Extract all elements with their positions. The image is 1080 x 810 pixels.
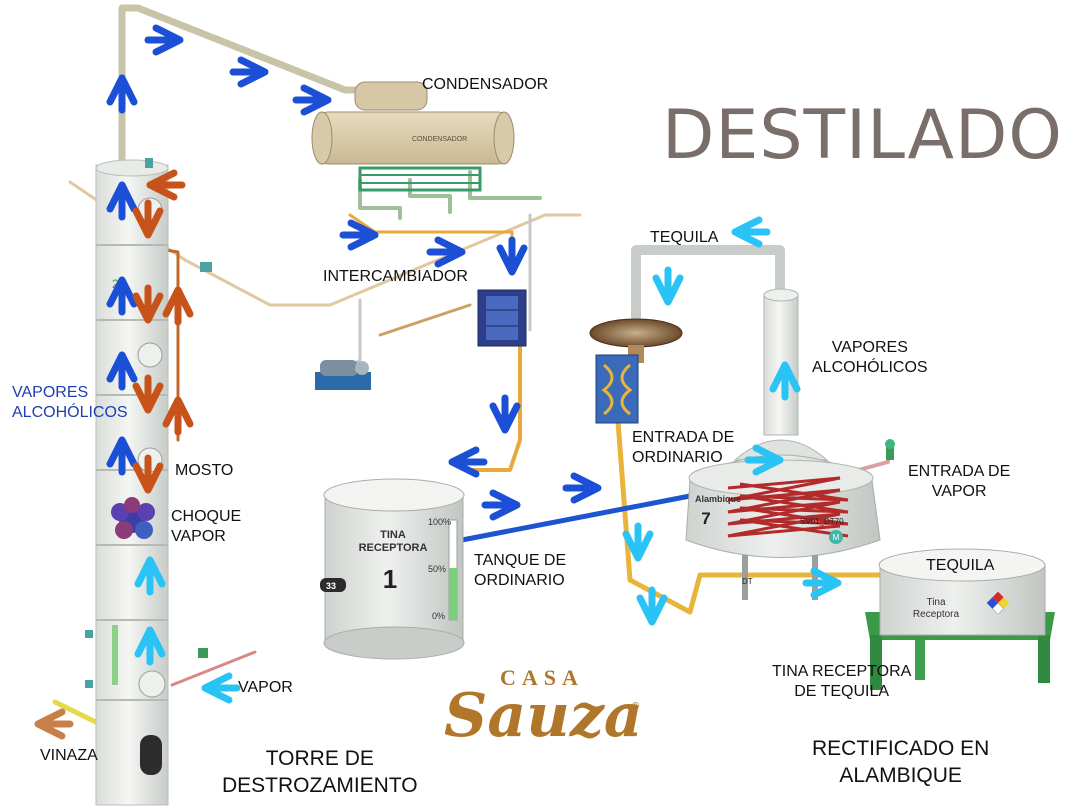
arrow-icon bbox=[106, 74, 138, 114]
tequila-orange-pipe bbox=[613, 392, 883, 615]
arrow-icon bbox=[106, 351, 138, 391]
orange-line-3 bbox=[378, 303, 472, 337]
arrow-icon bbox=[496, 236, 528, 276]
label-rectificado: RECTIFICADO EN ALAMBIQUE bbox=[812, 737, 990, 787]
arrow-icon bbox=[731, 216, 771, 248]
tina1-scale-0: 0% bbox=[432, 611, 445, 621]
arrow-icon bbox=[426, 236, 466, 268]
tina1-scale-50: 50% bbox=[428, 564, 446, 574]
column-tag: 2 bbox=[112, 277, 119, 291]
arrow-icon bbox=[106, 276, 138, 316]
tina2-title-line1: Tina bbox=[926, 597, 946, 608]
condensador-plate: CONDENSADOR bbox=[412, 136, 467, 143]
arrow-icon bbox=[229, 56, 269, 88]
brand-name: Sauza bbox=[444, 681, 643, 751]
tina1-title-line2: RECEPTORA bbox=[359, 542, 428, 554]
flow-arrows bbox=[34, 24, 842, 740]
ordinario-blue-pipe bbox=[459, 493, 693, 543]
brand-top: CASA bbox=[500, 665, 584, 690]
alambique-title: Alambique bbox=[695, 494, 741, 504]
green-pipes-cond bbox=[358, 170, 542, 220]
arrow-icon bbox=[132, 454, 164, 494]
arrow-icon bbox=[769, 361, 801, 401]
arrow-icon bbox=[339, 219, 379, 251]
alambique-unit bbox=[685, 288, 895, 600]
destrozamiento-tower: 2 bbox=[85, 158, 212, 806]
arrow-icon bbox=[802, 567, 842, 599]
label-vapor: VAPOR bbox=[238, 679, 293, 696]
label-entrada-ordinario: ENTRADA DE ORDINARIO bbox=[632, 429, 735, 466]
arrow-icon bbox=[132, 199, 164, 239]
arrow-icon bbox=[132, 374, 164, 414]
arrow-icon bbox=[132, 284, 164, 324]
arrow-icon bbox=[162, 396, 194, 436]
entrada-exchanger bbox=[595, 354, 639, 424]
arrow-icon bbox=[146, 169, 186, 201]
arrow-icon bbox=[744, 444, 784, 476]
equipment-text: TINA RECEPTORA 1 100% 50% 0% 33 Alambiqu… bbox=[326, 494, 960, 621]
arrow-icon bbox=[292, 84, 332, 116]
arrow-icon bbox=[106, 181, 138, 221]
arrow-icon bbox=[481, 489, 521, 521]
label-vinaza: VINAZA bbox=[40, 747, 98, 764]
alambique-tag: SV01_DT70 bbox=[800, 517, 844, 526]
label-tina-receptora-tequila: TINA RECEPTORA DE TEQUILA bbox=[772, 663, 912, 700]
arrow-icon bbox=[144, 24, 184, 56]
alambique-vapor-valve bbox=[885, 439, 895, 460]
arrow-icon bbox=[134, 556, 166, 596]
arrow-icon bbox=[652, 266, 684, 306]
label-tequila-right: TEQUILA bbox=[926, 557, 995, 574]
arrow-icon bbox=[489, 394, 521, 434]
heat-exchanger-icon bbox=[477, 289, 527, 347]
alambique-coil bbox=[727, 476, 849, 538]
label-tanque-ordinario: TANQUE DE ORDINARIO bbox=[474, 552, 567, 589]
label-mosto: MOSTO bbox=[175, 462, 234, 479]
choque-vapor-blob bbox=[111, 497, 155, 539]
arrow-icon bbox=[162, 286, 194, 326]
alambique-number: 7 bbox=[701, 509, 710, 528]
condensador-unit: CONDENSADOR bbox=[311, 81, 515, 192]
brand-logo: CASA Sauza ® bbox=[440, 665, 643, 775]
tina1-tag: 33 bbox=[326, 581, 336, 591]
arrow-icon bbox=[34, 708, 74, 740]
page-title: DESTILADO bbox=[662, 96, 1063, 175]
arrow-icon bbox=[636, 586, 668, 626]
tina-receptora-1 bbox=[320, 478, 465, 660]
label-vapores-left: VAPORES ALCOHÓLICOS bbox=[12, 384, 128, 421]
brand-mark: ® bbox=[632, 701, 640, 712]
label-tequila-top: TEQUILA bbox=[650, 229, 719, 246]
tina1-scale-100: 100% bbox=[428, 517, 451, 527]
steam-pipe-left bbox=[170, 650, 257, 687]
tower-valves bbox=[85, 158, 212, 688]
arrow-icon bbox=[106, 436, 138, 476]
arrow-icon bbox=[448, 446, 488, 478]
mosto-pipe-2 bbox=[163, 248, 180, 442]
arrow-icon bbox=[134, 626, 166, 666]
orange-line-2 bbox=[468, 318, 522, 472]
label-entrada-vapor: ENTRADA DE VAPOR bbox=[908, 463, 1011, 500]
arrow-icon bbox=[622, 522, 654, 562]
alambique-vapor-pipe bbox=[631, 245, 785, 335]
vapor-pipe-top bbox=[118, 4, 364, 179]
alambique-dt: DT bbox=[742, 577, 753, 586]
tina1-title-line1: TINA bbox=[380, 529, 406, 541]
label-intercambiador: INTERCAMBIADOR bbox=[323, 268, 468, 285]
pump-icon bbox=[315, 360, 371, 390]
tina2-title-line2: Receptora bbox=[913, 609, 960, 620]
arrow-icon bbox=[562, 472, 602, 504]
label-vapores-right: VAPORES ALCOHÓLICOS bbox=[812, 339, 928, 376]
arrow-icon bbox=[201, 672, 241, 704]
label-choque-vapor: CHOQUE VAPOR bbox=[171, 508, 242, 545]
label-torre: TORRE DE DESTROZAMIENTO bbox=[222, 747, 418, 797]
tina-receptora-tequila bbox=[865, 548, 1055, 690]
tina1-number: 1 bbox=[383, 564, 397, 594]
alambique-motor: M bbox=[833, 533, 840, 542]
label-condensador: CONDENSADOR bbox=[422, 76, 549, 93]
